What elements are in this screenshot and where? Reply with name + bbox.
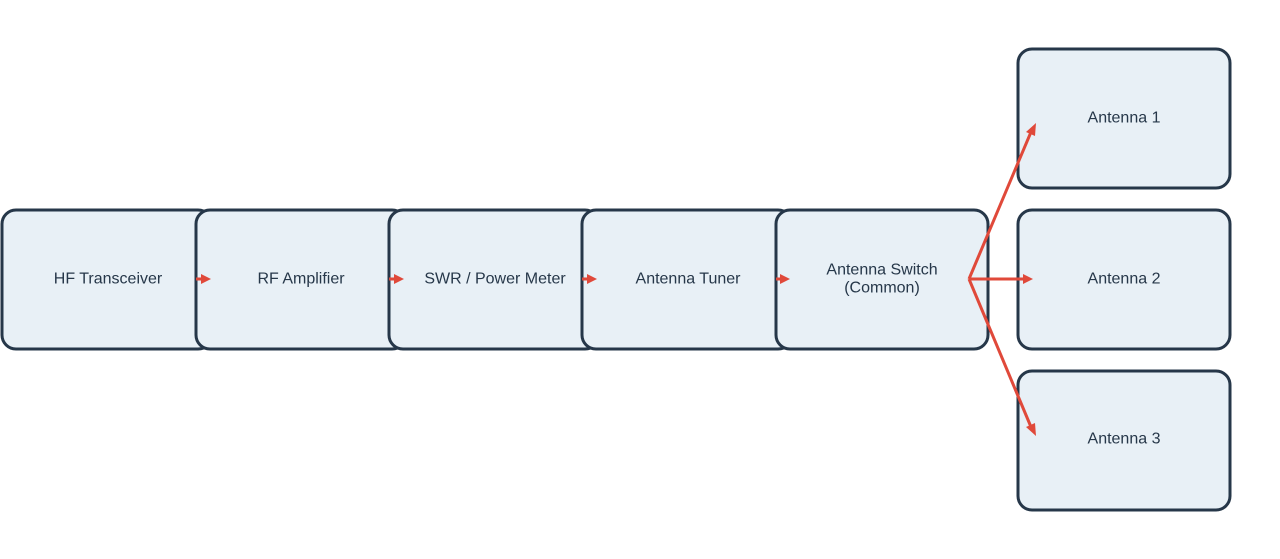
node-antenna-3[interactable]: Antenna 3 (1016, 369, 1232, 512)
node-hf-transceiver[interactable]: HF Transceiver (0, 208, 214, 351)
arrowhead-icon (587, 274, 597, 284)
node-antenna-switch-label-line2: (Common) (844, 280, 920, 297)
edge-antenna-switch-to-antenna-1 (967, 123, 1036, 280)
node-swr-power-meter[interactable]: SWR / Power Meter (387, 208, 601, 351)
edge-antenna-switch-to-antenna-3 (967, 278, 1036, 436)
arrowhead-icon (1026, 123, 1036, 136)
edge-antenna-switch-to-antenna-2 (969, 274, 1033, 284)
node-hf-transceiver-label: HF Transceiver (54, 271, 163, 288)
arrowhead-icon (1023, 274, 1033, 284)
node-antenna-3-box (1016, 369, 1232, 512)
node-antenna-1-label: Antenna 1 (1088, 110, 1161, 127)
arrowhead-icon (201, 274, 211, 284)
node-antenna-1[interactable]: Antenna 1 (1016, 47, 1232, 190)
node-antenna-tuner[interactable]: Antenna Tuner (580, 208, 794, 351)
edge-swr-power-meter-to-antenna-tuner (582, 274, 597, 284)
arrowhead-icon (1026, 423, 1036, 436)
arrowhead-icon (780, 274, 790, 284)
node-antenna-2[interactable]: Antenna 2 (1016, 208, 1232, 351)
node-swr-power-meter-label: SWR / Power Meter (424, 271, 566, 288)
node-antenna-1-box (1016, 47, 1232, 190)
edge-antenna-tuner-to-antenna-switch (776, 274, 790, 284)
arrowhead-icon (394, 274, 404, 284)
edge-line (967, 131, 1033, 280)
node-rf-amplifier-label: RF Amplifier (257, 271, 345, 288)
edge-line (967, 278, 1033, 428)
node-antenna-switch-label-line1: Antenna Switch (826, 262, 937, 279)
node-antenna-tuner-label: Antenna Tuner (636, 271, 742, 288)
node-antenna-3-label: Antenna 3 (1088, 431, 1161, 448)
node-antenna-switch[interactable]: Antenna Switch (Common) (774, 208, 990, 351)
node-antenna-2-label: Antenna 2 (1088, 271, 1161, 288)
node-rf-amplifier[interactable]: RF Amplifier (194, 208, 408, 351)
edge-rf-amplifier-to-swr-power-meter (389, 274, 404, 284)
edge-hf-transceiver-to-rf-amplifier (196, 274, 211, 284)
